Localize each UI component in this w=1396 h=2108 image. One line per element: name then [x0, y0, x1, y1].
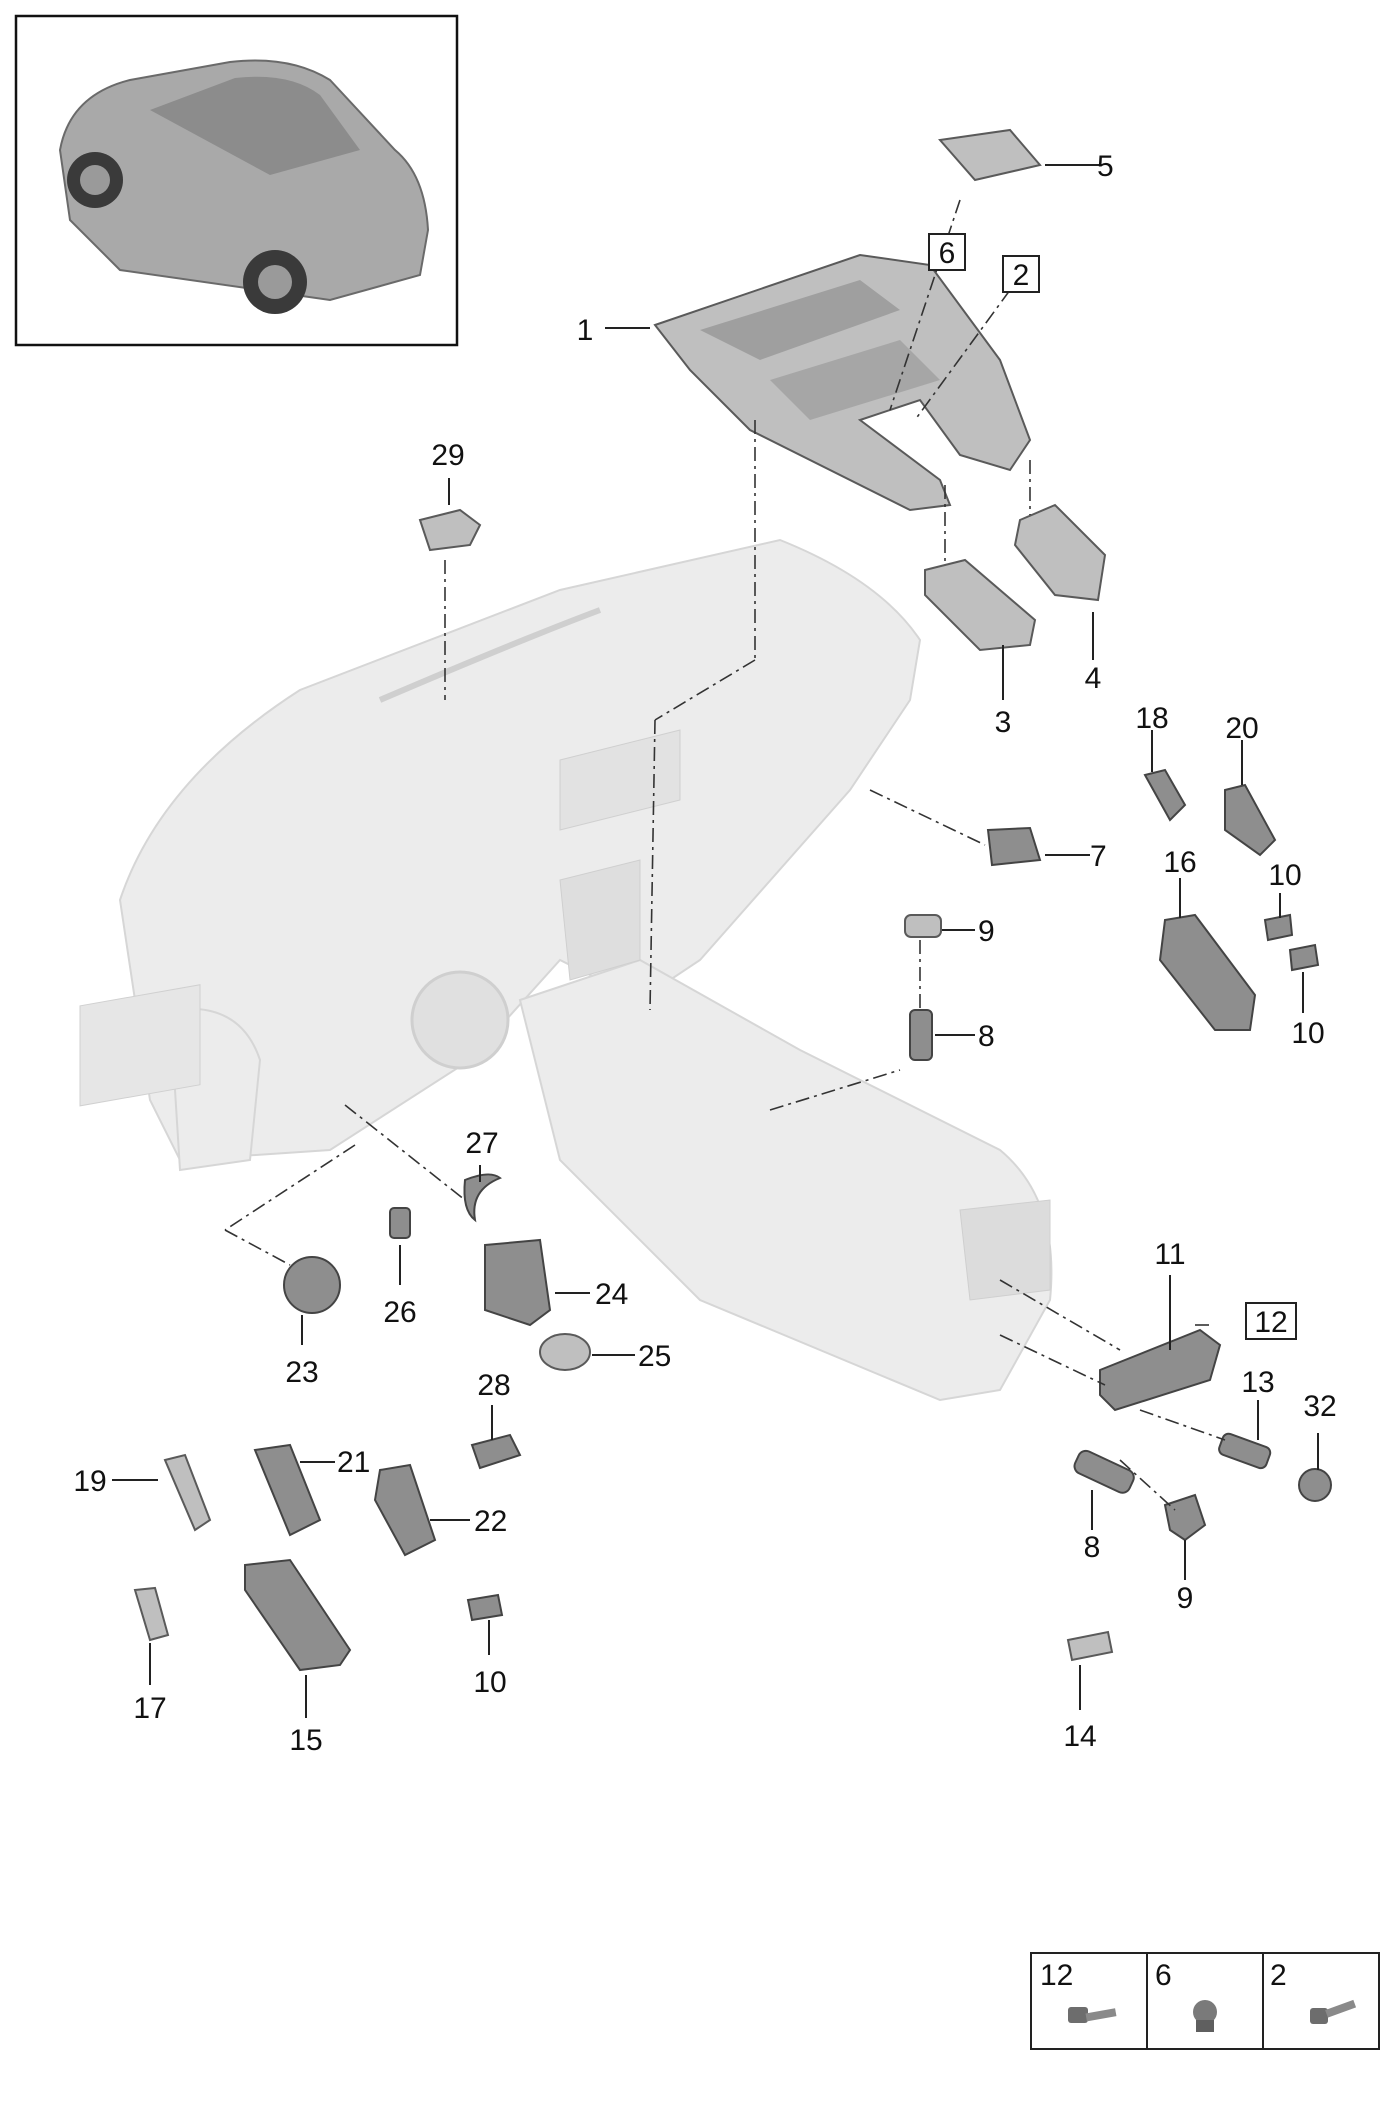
callout-13: 13	[1241, 1366, 1274, 1399]
part-28	[470, 1433, 522, 1470]
legend-label-12: 12	[1040, 1959, 1073, 1992]
callout-15: 15	[289, 1724, 322, 1757]
part-3	[924, 558, 1037, 652]
callout-22: 22	[474, 1505, 507, 1538]
part-14	[1066, 1630, 1114, 1662]
part-13	[1218, 1432, 1272, 1470]
part-18	[1143, 768, 1187, 822]
screw-icon	[1068, 2007, 1117, 2023]
connector-lines	[224, 199, 1226, 1511]
callout-18: 18	[1135, 702, 1168, 735]
part-32	[1298, 1468, 1332, 1502]
callout-4: 4	[1085, 662, 1102, 695]
leader-lines	[112, 164, 1319, 1718]
callout-box-2	[1002, 255, 1040, 293]
dashboard-assembly	[79, 538, 1053, 1402]
callout-29: 29	[431, 439, 464, 472]
part-29	[418, 508, 482, 552]
part-16	[1158, 913, 1257, 1031]
fastener-legend: 12 6 2	[1030, 1952, 1380, 2050]
part-5	[938, 128, 1042, 182]
callout-14: 14	[1063, 1720, 1096, 1753]
vehicle-thumbnail	[14, 14, 459, 347]
callout-25: 25	[638, 1340, 671, 1373]
callout-17: 17	[133, 1692, 166, 1725]
callout-labels: 1 2 3 4 5 6 7 8 8 9 9 10 10 10 11 12 13 …	[73, 150, 1336, 1757]
callout-box-6	[928, 233, 966, 271]
callout-20: 20	[1225, 712, 1258, 745]
part-11	[1099, 1328, 1222, 1412]
part-21	[253, 1443, 322, 1537]
bolt-icon	[1310, 1999, 1357, 2024]
part-20	[1224, 783, 1277, 857]
nut-icon	[1193, 2000, 1217, 2032]
part-17	[133, 1586, 170, 1642]
part-1-trim-panel	[653, 253, 1032, 512]
callout-1: 1	[577, 314, 594, 347]
part-27	[463, 1173, 502, 1223]
callout-8a: 8	[978, 1020, 995, 1053]
callout-27: 27	[465, 1127, 498, 1160]
callout-32: 32	[1303, 1390, 1336, 1423]
callout-28: 28	[477, 1369, 510, 1402]
legend-label-2: 2	[1270, 1959, 1287, 1992]
part-10a	[1263, 913, 1294, 942]
callout-9a: 9	[978, 915, 995, 948]
part-23	[283, 1256, 341, 1314]
callout-3: 3	[995, 706, 1012, 739]
part-19	[163, 1453, 212, 1532]
callout-16: 16	[1163, 846, 1196, 879]
callout-19: 19	[73, 1465, 106, 1498]
callout-24: 24	[595, 1278, 628, 1311]
callout-26: 26	[383, 1296, 416, 1329]
part-4	[1013, 503, 1107, 602]
legend-label-6: 6	[1155, 1959, 1172, 1992]
part-15	[244, 1558, 352, 1672]
part-9a	[904, 914, 942, 938]
part-10c	[466, 1593, 504, 1622]
callout-box-12	[1245, 1302, 1297, 1340]
callout-2: 2	[1013, 259, 1030, 292]
part-9b	[1163, 1493, 1207, 1542]
part-25	[539, 1333, 591, 1371]
callout-23: 23	[285, 1356, 318, 1389]
callout-11: 11	[1154, 1238, 1185, 1271]
legend-cell-2	[1262, 1952, 1380, 2050]
callout-8b: 8	[1084, 1531, 1101, 1564]
part-7	[986, 826, 1042, 867]
callout-12: 12	[1254, 1306, 1287, 1339]
part-8b	[1073, 1449, 1135, 1494]
part-8a	[909, 1009, 933, 1061]
callout-10c: 10	[473, 1666, 506, 1699]
part-26	[389, 1207, 411, 1239]
callout-6: 6	[939, 237, 956, 270]
part-22	[373, 1463, 437, 1557]
legend-cell-12	[1030, 1952, 1148, 2050]
part-10b	[1288, 943, 1320, 972]
callout-5: 5	[1097, 150, 1114, 183]
part-24	[484, 1238, 552, 1327]
callout-7: 7	[1090, 840, 1107, 873]
callout-21: 21	[337, 1446, 370, 1479]
callout-10a: 10	[1268, 859, 1301, 892]
callout-10b: 10	[1291, 1017, 1324, 1050]
callout-9b: 9	[1177, 1582, 1194, 1615]
